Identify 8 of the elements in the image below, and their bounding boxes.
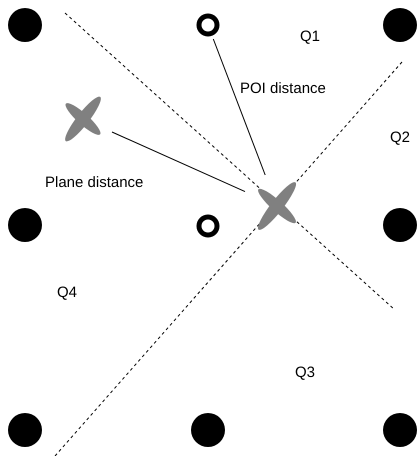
connector-line	[112, 132, 246, 192]
connector-line	[212, 38, 266, 176]
region-label: Q2	[390, 129, 410, 146]
region-label: Q4	[57, 284, 78, 301]
ring-marker	[194, 212, 222, 240]
ring-marker	[194, 11, 222, 39]
region-label: Q1	[300, 28, 320, 45]
region-label: Q3	[295, 364, 316, 381]
